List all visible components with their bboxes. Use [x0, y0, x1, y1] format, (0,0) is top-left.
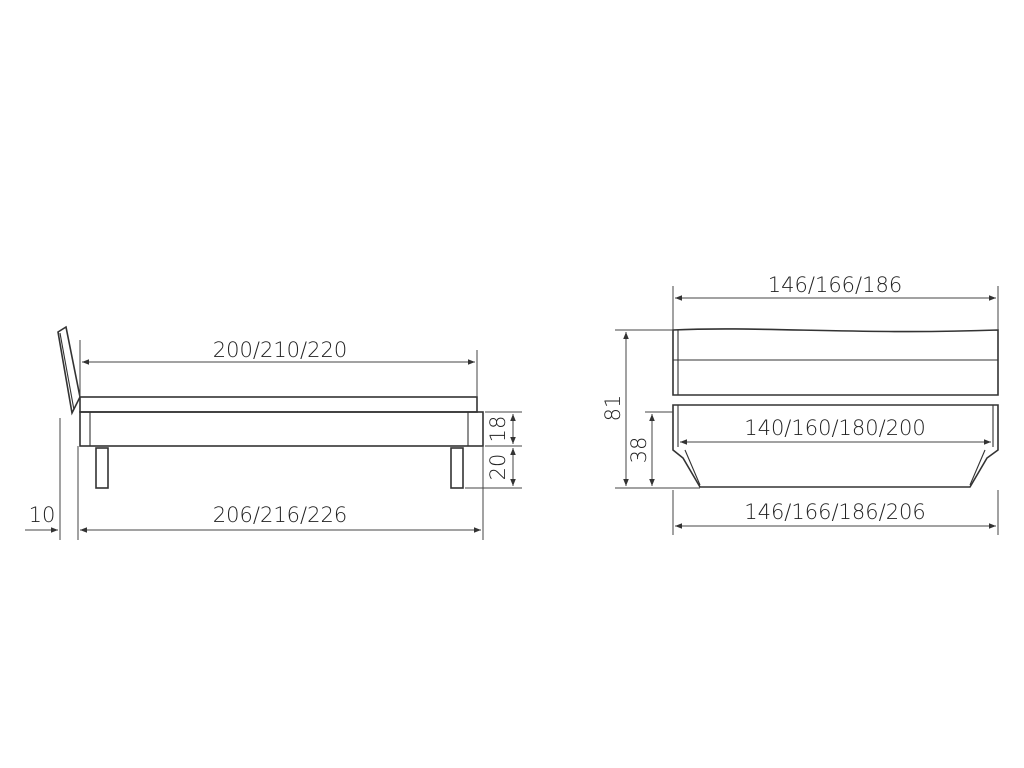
- front-frame: [672, 404, 999, 488]
- label-inner-length: 200/210/220: [213, 338, 347, 362]
- label-outer-length: 206/216/226: [213, 503, 347, 527]
- side-frame: [79, 411, 484, 447]
- label-frame-height: 18: [486, 416, 510, 443]
- front-headboard: [672, 328, 999, 396]
- label-frame-height-front: 38: [627, 437, 651, 464]
- side-leg-back: [450, 447, 464, 489]
- label-top-width: 146/166/186: [768, 273, 902, 297]
- label-mattress-width: 140/160/180/200: [744, 416, 926, 440]
- label-bottom-width: 146/166/186/206: [744, 500, 926, 524]
- front-view: 146/166/186 81 38 140/160/180/200 146/16…: [601, 273, 999, 535]
- side-view: 200/210/220 206/216/226 10 18 20: [25, 325, 522, 540]
- label-headboard-offset: 10: [29, 503, 56, 527]
- label-leg-height: 20: [486, 454, 510, 481]
- side-mattress: [79, 396, 478, 413]
- side-leg-front: [95, 447, 109, 489]
- label-total-height: 81: [601, 395, 625, 422]
